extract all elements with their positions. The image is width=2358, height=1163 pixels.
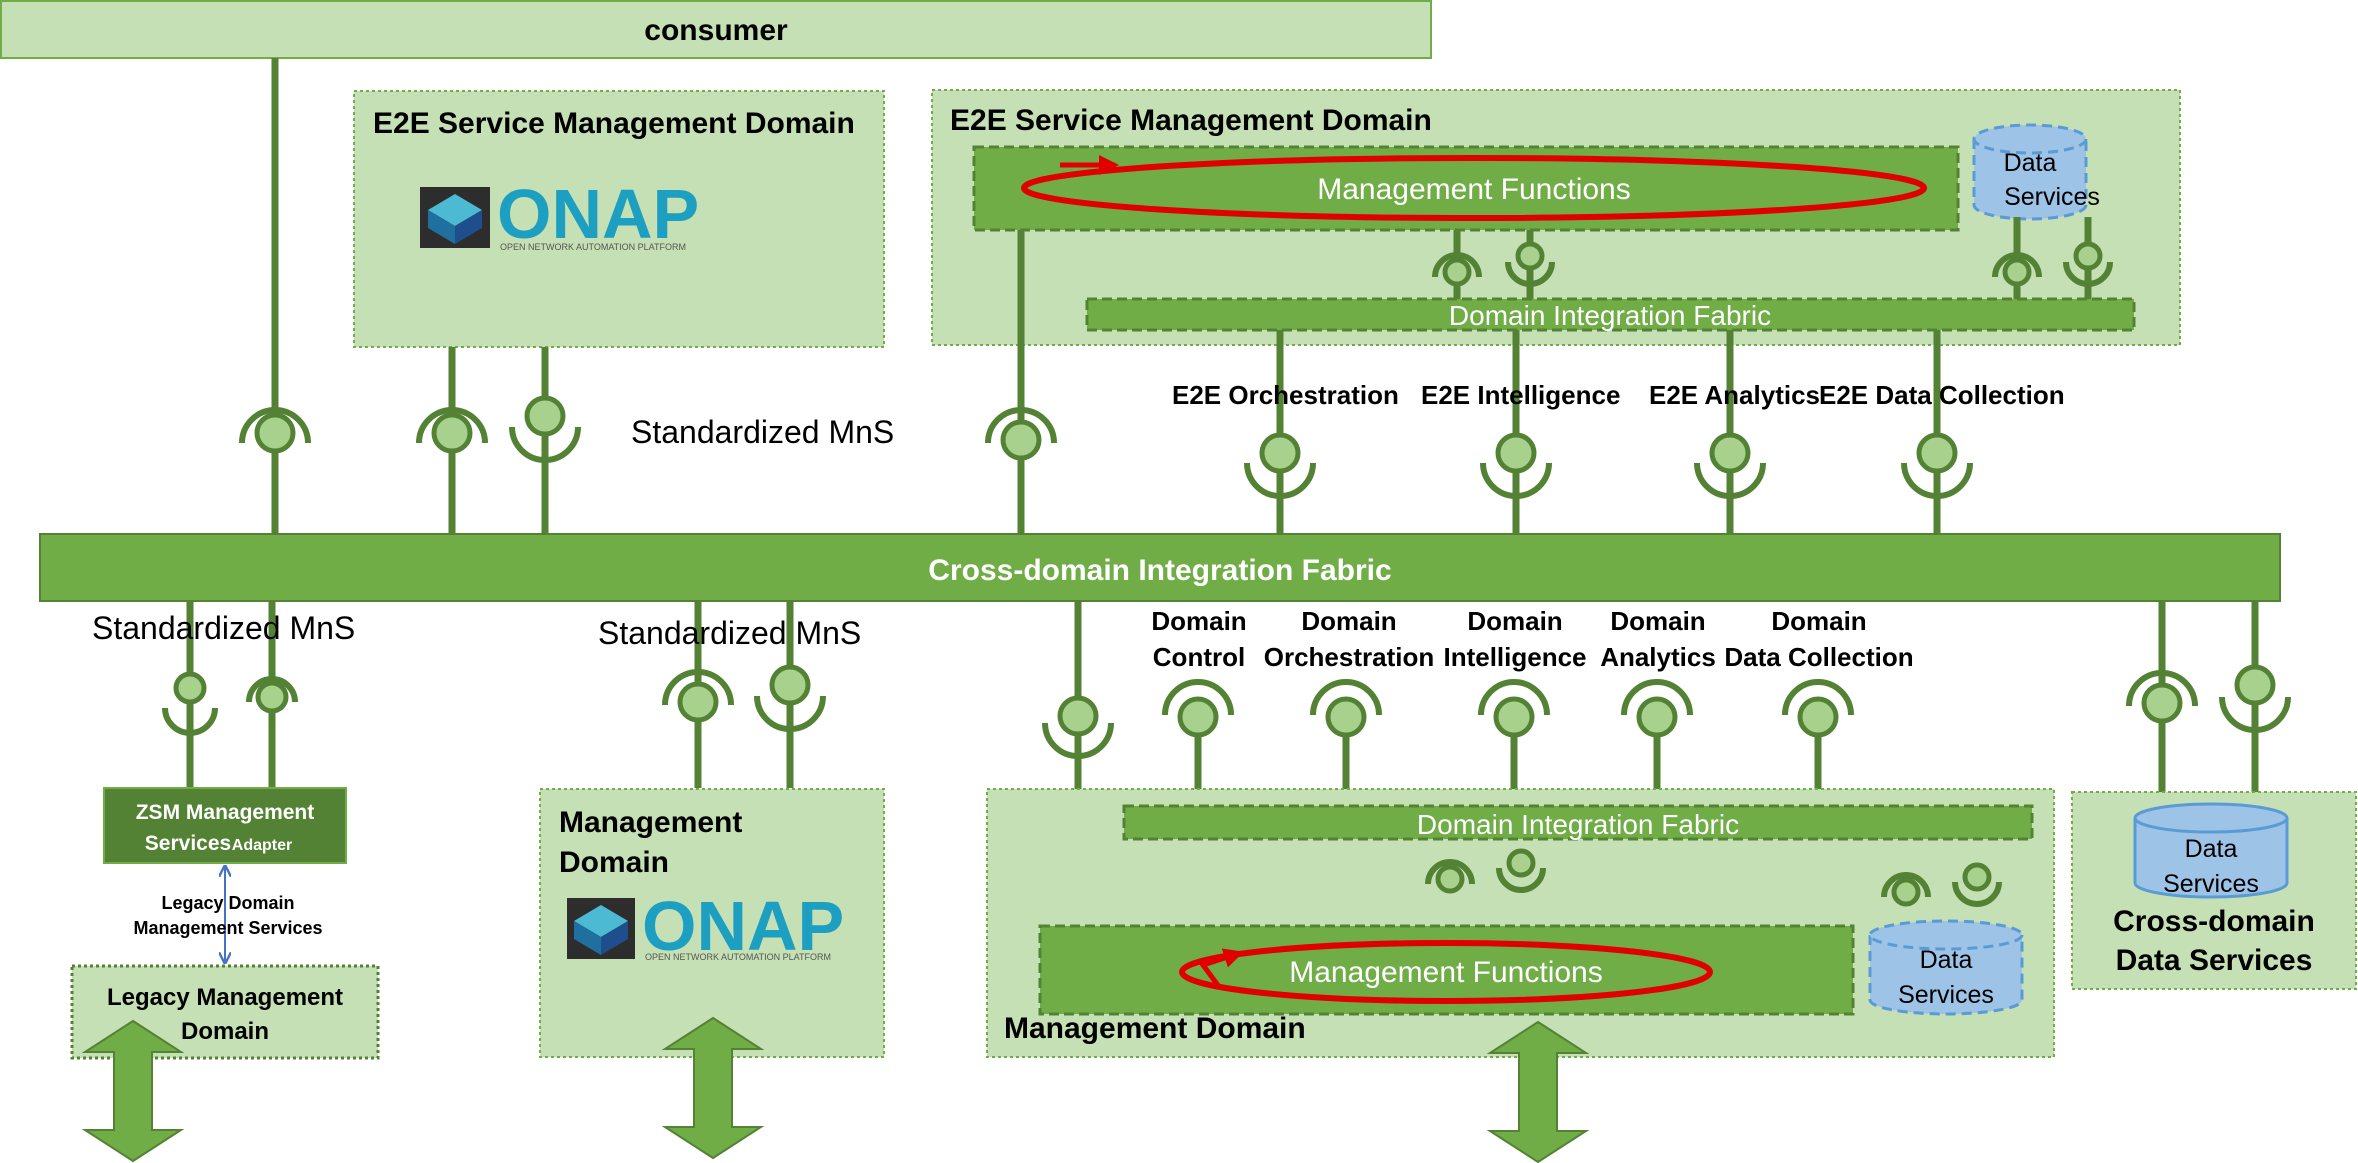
domain-service-labels: Domain Control Domain Orchestration Doma… — [1151, 606, 1913, 672]
mns-interface — [1901, 432, 1973, 499]
cross-domain-data-line1: Data — [2185, 835, 2238, 863]
e2e-service-data-collection: E2E Data Collection — [1819, 380, 2065, 410]
consumer-box: consumer — [0, 0, 1432, 59]
mgmt-data-services-line2: Services — [1898, 981, 1994, 1009]
legacy-services-line2: Management Services — [133, 918, 322, 938]
svg-text:Control: Control — [1153, 642, 1245, 672]
e2e-management-loop — [1021, 155, 1927, 221]
mns-interface — [1432, 252, 1482, 287]
mns-interface — [1694, 432, 1766, 499]
standardized-mns-upper: Standardized MnS — [631, 414, 894, 450]
mns-interface — [239, 407, 311, 454]
cross-domain-fabric: Cross-domain Integration Fabric — [39, 533, 2281, 602]
svg-text:Domain: Domain — [1771, 606, 1866, 636]
zsm-adapter: ZSM Management Services Adapter — [103, 787, 347, 864]
mns-interface — [1425, 859, 1475, 894]
mns-interface — [2063, 241, 2113, 287]
mns-interface — [662, 669, 734, 723]
mns-interface — [1042, 695, 1114, 759]
mns-interface — [509, 395, 581, 463]
mns-interface — [985, 407, 1057, 461]
cross-domain-data-title-line2: Data Services — [2116, 944, 2313, 977]
e2e-service-orchestration: E2E Orchestration — [1172, 380, 1399, 410]
onap-logo-2-subtitle: OPEN NETWORK AUTOMATION PLATFORM — [645, 952, 831, 962]
legacy-domain-line2: Domain — [181, 1018, 269, 1045]
mgmt-management-functions-label: Management Functions — [1289, 956, 1603, 989]
onap-mgmt-domain-title-line2: Domain — [559, 846, 669, 879]
mns-interface — [162, 671, 218, 736]
mns-interface — [1478, 679, 1550, 738]
interface-sockets — [162, 241, 2291, 907]
svg-text:Domain: Domain — [1301, 606, 1396, 636]
e2e-data-services-line1: Data — [2004, 149, 2057, 177]
cross-domain-fabric-label: Cross-domain Integration Fabric — [928, 554, 1391, 587]
mns-interface — [1505, 241, 1555, 287]
mns-interface — [1162, 679, 1234, 738]
mgmt-domain-title: Management Domain — [1004, 1012, 1306, 1045]
e2e-domain-title: E2E Service Management Domain — [950, 104, 1432, 137]
onap-logo: ONAP OPEN NETWORK AUTOMATION PLATFORM — [420, 175, 699, 253]
e2e-service-analytics: E2E Analytics — [1649, 380, 1820, 410]
mgmt-data-services-line1: Data — [1920, 946, 1973, 974]
cross-domain-data-title-line1: Cross-domain — [2113, 905, 2315, 938]
mns-interface — [1310, 679, 1382, 738]
mns-interface — [1621, 679, 1693, 738]
mns-interface — [1496, 848, 1546, 893]
mgmt-domain: Domain Integration Fabric Management Fun… — [986, 788, 2055, 1058]
mgmt-domain-integration-fabric-label: Domain Integration Fabric — [1417, 809, 1739, 840]
svg-text:Data Collection: Data Collection — [1724, 642, 1913, 672]
mgmt-management-loop — [1179, 940, 1713, 1004]
e2e-onap-domain: E2E Service Management Domain ONAP OPEN … — [353, 90, 885, 348]
mns-interface — [1480, 432, 1552, 499]
legacy-domain-line1: Legacy Management — [107, 984, 343, 1011]
standardized-mns-lower-middle: Standardized MnS — [598, 615, 861, 651]
mgmt-network-arrow — [1486, 1020, 1590, 1163]
onap-mgmt-domain-title-line1: Management — [559, 806, 742, 839]
e2e-domain-integration-fabric-label: Domain Integration Fabric — [1449, 300, 1771, 331]
mns-interface — [2126, 670, 2198, 724]
onap-logo-text: ONAP — [497, 175, 699, 253]
cross-domain-data-services: Data Services Cross-domain Data Services — [2071, 791, 2357, 990]
e2e-management-functions-label: Management Functions — [1317, 173, 1631, 206]
svg-text:Analytics: Analytics — [1600, 642, 1716, 672]
legacy-network-arrow — [81, 1019, 185, 1163]
svg-text:Orchestration: Orchestration — [1264, 642, 1435, 672]
mns-interface — [2219, 664, 2291, 733]
mns-interface — [416, 407, 488, 454]
zsm-adapter-line1: ZSM Management — [136, 801, 315, 824]
onap-mgmt-domain: Management Domain ONAP OPEN NETWORK AUTO… — [539, 788, 885, 1058]
svg-text:Intelligence: Intelligence — [1443, 642, 1586, 672]
mns-interface — [1244, 432, 1316, 499]
e2e-domain-integration-fabric — [1085, 297, 2136, 332]
mgmt-domain-integration-fabric — [1122, 804, 2034, 841]
zsm-adapter-line2: Services — [145, 832, 231, 855]
e2e-data-services: Data Services — [1972, 123, 2100, 221]
onap-logo-2: ONAP OPEN NETWORK AUTOMATION PLATFORM — [567, 887, 844, 965]
svg-text:Domain: Domain — [1467, 606, 1562, 636]
legacy-services-line1: Legacy Domain — [161, 893, 294, 913]
mns-interface — [1881, 872, 1931, 907]
e2e-data-services-line2: Services — [2004, 183, 2100, 211]
e2e-service-intelligence: E2E Intelligence — [1421, 380, 1620, 410]
zsm-adapter-line2-small: Adapter — [232, 837, 292, 854]
mns-interface — [1952, 862, 2002, 907]
network-arrows — [81, 1016, 1590, 1163]
consumer-label: consumer — [644, 14, 788, 47]
svg-text:Domain: Domain — [1151, 606, 1246, 636]
mns-interface — [1782, 679, 1854, 738]
svg-text:Domain: Domain — [1610, 606, 1705, 636]
mns-interface — [1992, 252, 2042, 287]
onap-logo-2-text: ONAP — [642, 887, 844, 965]
e2e-domain: E2E Service Management Domain Management… — [931, 89, 2181, 346]
standardized-mns-lower-left: Standardized MnS — [92, 610, 355, 646]
cross-domain-data-line2: Services — [2163, 870, 2259, 898]
onap-network-arrow — [661, 1016, 765, 1160]
mns-interface — [754, 664, 826, 732]
mgmt-data-services: Data Services — [1868, 919, 2024, 1016]
e2e-onap-domain-title: E2E Service Management Domain — [373, 107, 855, 140]
onap-logo-subtitle: OPEN NETWORK AUTOMATION PLATFORM — [500, 242, 686, 252]
mns-interface — [246, 676, 298, 714]
